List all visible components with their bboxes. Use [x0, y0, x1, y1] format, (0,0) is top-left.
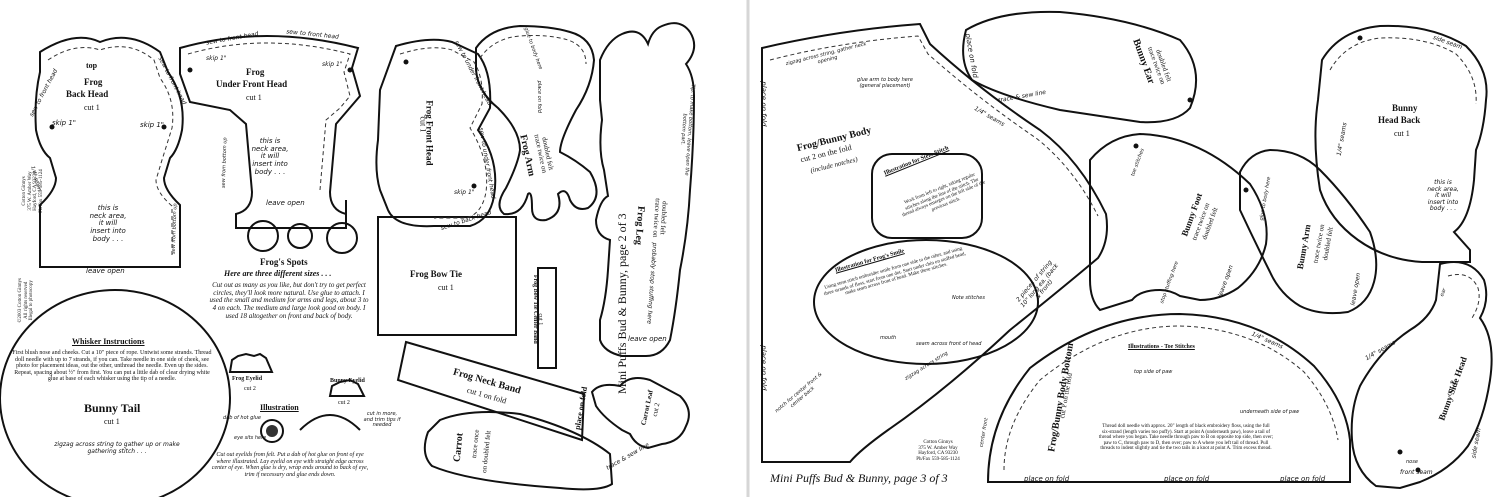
body-bottom-fold3: place on fold [1280, 475, 1326, 483]
body-bottom-fold2: place on fold [1164, 475, 1210, 483]
bow-tie-center-shape [537, 267, 557, 369]
back-head-skip-left: skip 1" [52, 119, 76, 127]
bunny-foot-shape [1089, 132, 1268, 312]
left-copyright2: ©2003 Cotton Ginnys All rights reserved … [17, 278, 34, 323]
bow-tie-center-cut: cut 1 [537, 313, 544, 326]
side-head-front: front seam [1400, 469, 1433, 476]
under-front-cut: cut 1 [246, 93, 262, 102]
neck-band-shape [396, 340, 586, 442]
spots-body: Cut out as many as you like, but don't t… [209, 281, 369, 320]
bunny-eyelid-shape [328, 378, 366, 397]
bow-tie-cut: cut 1 [438, 283, 454, 292]
back-head-subtitle: Back Head [66, 89, 109, 99]
eyelid-illustration [299, 414, 361, 431]
body-fold-left: place on fold [759, 81, 768, 127]
body-bottom-fold1: place on fold [1024, 475, 1070, 483]
left-copyright: Cotton Ginnys 375 W. Amber Way Hayford, … [22, 169, 44, 213]
head-back-cut: cut 1 [1394, 129, 1410, 138]
bunny-ear-shape [962, 10, 1197, 124]
back-head-neck: this is neck area, it will insert into b… [89, 204, 127, 243]
back-head-cut: cut 1 [84, 103, 100, 112]
toe-body: Thread doll needle with approx. 20" leng… [1098, 424, 1274, 451]
under-front-skip-left: skip 1" [206, 55, 227, 62]
smile-note: Note stitches [952, 295, 985, 301]
right-footer: Mini Puffs Bud & Bunny, page 3 of 3 [770, 471, 948, 485]
back-head-top-label: top [86, 61, 98, 70]
head-back-subtitle: Head Back [1378, 115, 1421, 125]
front-head-title: Frog Front Head [424, 100, 435, 166]
frog-arm-note: place on fold [535, 80, 542, 113]
bunny-tail-shape [0, 289, 231, 497]
back-head-skip-right: skip 1" [140, 121, 164, 129]
front-head-cut: cut 1 [418, 116, 428, 133]
tail-note: zigzag across string to gather up or mak… [54, 441, 180, 455]
frog-smile-box [813, 239, 1039, 365]
under-front-leave-open: leave open [266, 199, 305, 207]
body-fold-left2: place on fold [759, 345, 768, 391]
under-front-subtitle: Under Front Head [216, 79, 288, 89]
body-bottom-shape [986, 312, 1351, 483]
spot-large-2 [326, 222, 358, 254]
toe-under: underneath side of paw [1240, 409, 1300, 415]
illustration-body: Cut out eyelids from felt. Put a dab of … [211, 452, 369, 478]
tail-cut: cut 1 [104, 417, 120, 426]
bow-tie-shape [377, 216, 517, 336]
illustration-title: Illustration [260, 403, 299, 412]
whisker-title: Whisker Instructions [72, 337, 145, 346]
eyelid-cut: cut 2 [244, 386, 256, 392]
right-copyright: Cotton Ginnys 375 W. Amber Way Hayford, … [916, 440, 960, 462]
smile-mouth: mouth [880, 335, 897, 341]
under-front-title: Frog [246, 67, 265, 77]
toe-title: Illustrations - Toe Stitches [1128, 344, 1195, 350]
eyelid-title: Frog Eyelid [232, 376, 263, 382]
spot-large [247, 220, 279, 252]
frog-eyelid-shape [228, 352, 274, 373]
body-glue-arm: glue arm to body here (general placement… [857, 77, 913, 89]
bunny-arm-shape [1239, 148, 1378, 315]
under-front-head-shape [179, 35, 362, 229]
left-footer: Mini Puffs Bud & Bunny, page 2 of 3 [615, 213, 629, 394]
spot-medium [287, 223, 313, 249]
front-head-skip: skip 1" [454, 189, 475, 196]
head-back-title: Bunny [1392, 103, 1418, 113]
smile-seam: seam across front of head [916, 341, 982, 347]
carrot-shape [423, 411, 614, 491]
frog-back-head-shape [34, 36, 184, 268]
frog-front-head-shape [375, 38, 497, 228]
toe-top: top side of paw [1134, 369, 1173, 375]
side-head-shape [1350, 261, 1493, 490]
stem-stitch-box [871, 153, 983, 239]
back-head-leave-open: leave open [86, 267, 125, 275]
frog-arm-shape [475, 24, 598, 222]
illustration-dab: dab of hot glue [223, 415, 261, 421]
illustration-cut-more: cut in more, and trim tips if needed [363, 411, 401, 428]
spots-title: Frog's Spots [260, 257, 308, 267]
under-front-skip-right: skip 1" [322, 61, 343, 68]
bow-tie-center-title: Frog Bow Tie Center Band [531, 274, 538, 344]
frog-leg-line2: doubled felt [658, 200, 669, 235]
bunny-eyelid-title: Bunny Eyelid [330, 378, 365, 384]
back-head-title: Frog [84, 77, 103, 87]
head-back-neck: this is neck area, it will insert into b… [1427, 179, 1459, 213]
spots-line1: Here are three different sizes . . . [224, 269, 332, 278]
bow-tie-title: Frog Bow Tie [410, 269, 463, 279]
side-head-nose: nose [1406, 459, 1418, 465]
frog-bunny-body-shape [761, 22, 1108, 463]
whisker-body: First blush nose and cheeks. Cut a 10" p… [12, 350, 212, 383]
illustration-eye: eye sits here [234, 435, 267, 441]
eye-circle [260, 419, 284, 443]
under-front-neck: this is neck area, it will insert into b… [251, 137, 289, 176]
frog-leg-leave-open: leave open [628, 335, 667, 343]
bunny-eyelid-cut: cut 2 [338, 400, 350, 406]
carrot-leaf-shape [590, 377, 690, 450]
tail-title: Bunny Tail [84, 401, 141, 415]
frog-leg-shape [594, 22, 696, 357]
head-back-shape [1314, 24, 1488, 263]
